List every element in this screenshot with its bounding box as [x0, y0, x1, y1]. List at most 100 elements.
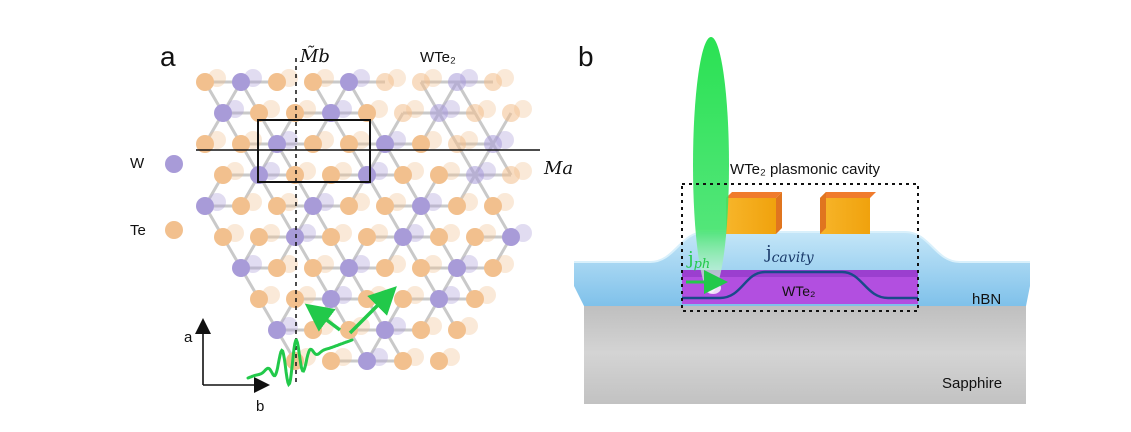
w-atom: [322, 290, 340, 308]
te-atom: [196, 73, 214, 91]
te-atom: [286, 290, 304, 308]
te-atom: [484, 259, 502, 277]
w-atom: [394, 228, 412, 246]
wte2-label: WTe₂: [782, 283, 815, 299]
panel-a-letter: a: [160, 41, 176, 72]
te-atom: [466, 290, 484, 308]
w-atom: [268, 321, 286, 339]
te-atom: [394, 104, 412, 122]
te-atom: [448, 135, 466, 153]
w-atom: [376, 321, 394, 339]
te-atom: [502, 166, 520, 184]
te-atom: [466, 104, 484, 122]
te-atom: [448, 321, 466, 339]
te-atom: [268, 197, 286, 215]
panel-b-letter: b: [578, 41, 594, 72]
w-atom: [430, 290, 448, 308]
w-atom: [448, 259, 466, 277]
te-atom: [214, 166, 232, 184]
w-atom: [376, 135, 394, 153]
w-atom: [268, 135, 286, 153]
te-atom: [484, 73, 502, 91]
te-atom: [358, 104, 376, 122]
te-atom: [430, 228, 448, 246]
w-atom: [430, 104, 448, 122]
te-atom: [340, 197, 358, 215]
w-atom: [232, 73, 250, 91]
te-atom: [502, 104, 520, 122]
te-atom: [340, 321, 358, 339]
panel-a: a WTe₂ M̃b Ma W Te a b: [130, 41, 573, 415]
legend-w-label: W: [130, 155, 145, 172]
te-atom: [376, 259, 394, 277]
te-atom: [322, 352, 340, 370]
hbn-top-edge: [574, 231, 1030, 263]
w-atom: [412, 197, 430, 215]
unit-cell-rectangle: [257, 119, 371, 183]
cavity-title: WTe₂ plasmonic cavity: [730, 161, 881, 178]
sapphire-label: Sapphire: [942, 375, 1002, 392]
te-atom: [466, 228, 484, 246]
legend-te-atom: [165, 221, 183, 239]
te-atom: [304, 321, 322, 339]
te-atom: [214, 228, 232, 246]
te-atom: [232, 135, 250, 153]
w-atom: [322, 104, 340, 122]
mirror-a-label: Ma: [543, 158, 573, 179]
te-atom: [340, 135, 358, 153]
legend-w-atom: [165, 155, 183, 173]
te-atom: [250, 104, 268, 122]
light-pulse-wave: [246, 338, 354, 388]
te-atom: [286, 104, 304, 122]
w-atom: [484, 135, 502, 153]
te-atom: [412, 321, 430, 339]
green-arrow-left: [304, 303, 342, 332]
panel-a-title: WTe₂: [420, 49, 456, 66]
te-atom: [484, 197, 502, 215]
te-atom: [430, 166, 448, 184]
w-atom: [214, 104, 232, 122]
te-atom: [304, 135, 322, 153]
te-atom: [430, 352, 448, 370]
axis-b-label: b: [256, 398, 264, 415]
te-atom: [268, 259, 286, 277]
te-atom: [376, 73, 394, 91]
laser-beam: [693, 37, 729, 293]
te-atom: [394, 166, 412, 184]
wte2-layer: [682, 276, 918, 304]
te-atom: [394, 290, 412, 308]
te-atom: [358, 228, 376, 246]
te-atom: [304, 259, 322, 277]
te-atom: [268, 73, 286, 91]
te-atom: [322, 228, 340, 246]
te-atom: [250, 228, 268, 246]
te-atom: [448, 197, 466, 215]
te-atom: [286, 166, 304, 184]
gold-electrode-right: [820, 192, 876, 234]
te-atom: [232, 197, 250, 215]
te-atom: [196, 135, 214, 153]
laser-spot: [705, 282, 721, 294]
gold-electrode-left: [726, 192, 782, 234]
sapphire-substrate: [584, 302, 1026, 404]
w-atom: [340, 259, 358, 277]
w-atom: [358, 352, 376, 370]
te-atom: [358, 290, 376, 308]
w-atom: [196, 197, 214, 215]
w-atom: [340, 73, 358, 91]
w-atom: [448, 73, 466, 91]
te-atom: [412, 259, 430, 277]
w-atom: [304, 197, 322, 215]
green-arrow-right: [348, 286, 397, 335]
w-atom: [286, 228, 304, 246]
te-atom: [412, 135, 430, 153]
w-atom: [466, 166, 484, 184]
te-atom: [394, 352, 412, 370]
panel-b: b WTe₂ jph jcavity: [574, 37, 1030, 404]
cavity-current-curve: [682, 270, 918, 300]
te-atom: [412, 73, 430, 91]
mirror-b-label: M̃b: [299, 45, 330, 67]
legend-te-label: Te: [130, 222, 146, 239]
te-atom: [250, 290, 268, 308]
